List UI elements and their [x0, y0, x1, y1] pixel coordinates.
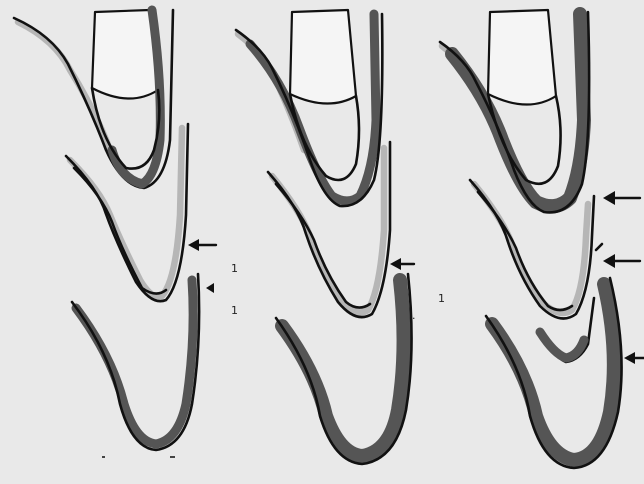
panel-3-bottom-stage	[486, 278, 622, 468]
panel-1-top-tooth	[14, 10, 173, 188]
panel-1: 1 1	[14, 10, 238, 450]
panel-2-arrow	[390, 258, 414, 270]
panel-1-mark-a: 1	[231, 262, 238, 275]
panel-3	[440, 10, 644, 468]
panel-2-mark-b: ·	[412, 312, 416, 325]
panel-1-bottom-stage	[72, 274, 199, 450]
panel-3-arrow-lower	[624, 352, 644, 364]
panel-3-top-tooth	[440, 10, 589, 212]
panel-3-arrow-upper	[603, 191, 640, 205]
panel-2: 1 ·	[236, 10, 445, 464]
panel-3-arrow-middle	[603, 254, 640, 268]
panel-1-mark-b: 1	[231, 304, 238, 317]
bottom-mark-b	[170, 456, 175, 458]
panel-2-mark-a: 1	[438, 292, 445, 305]
bottom-mark-a	[102, 456, 105, 458]
panel-2-top-tooth	[236, 10, 382, 206]
panel-1-arrow-lower	[206, 283, 214, 293]
panel-1-arrow-upper	[188, 239, 216, 251]
